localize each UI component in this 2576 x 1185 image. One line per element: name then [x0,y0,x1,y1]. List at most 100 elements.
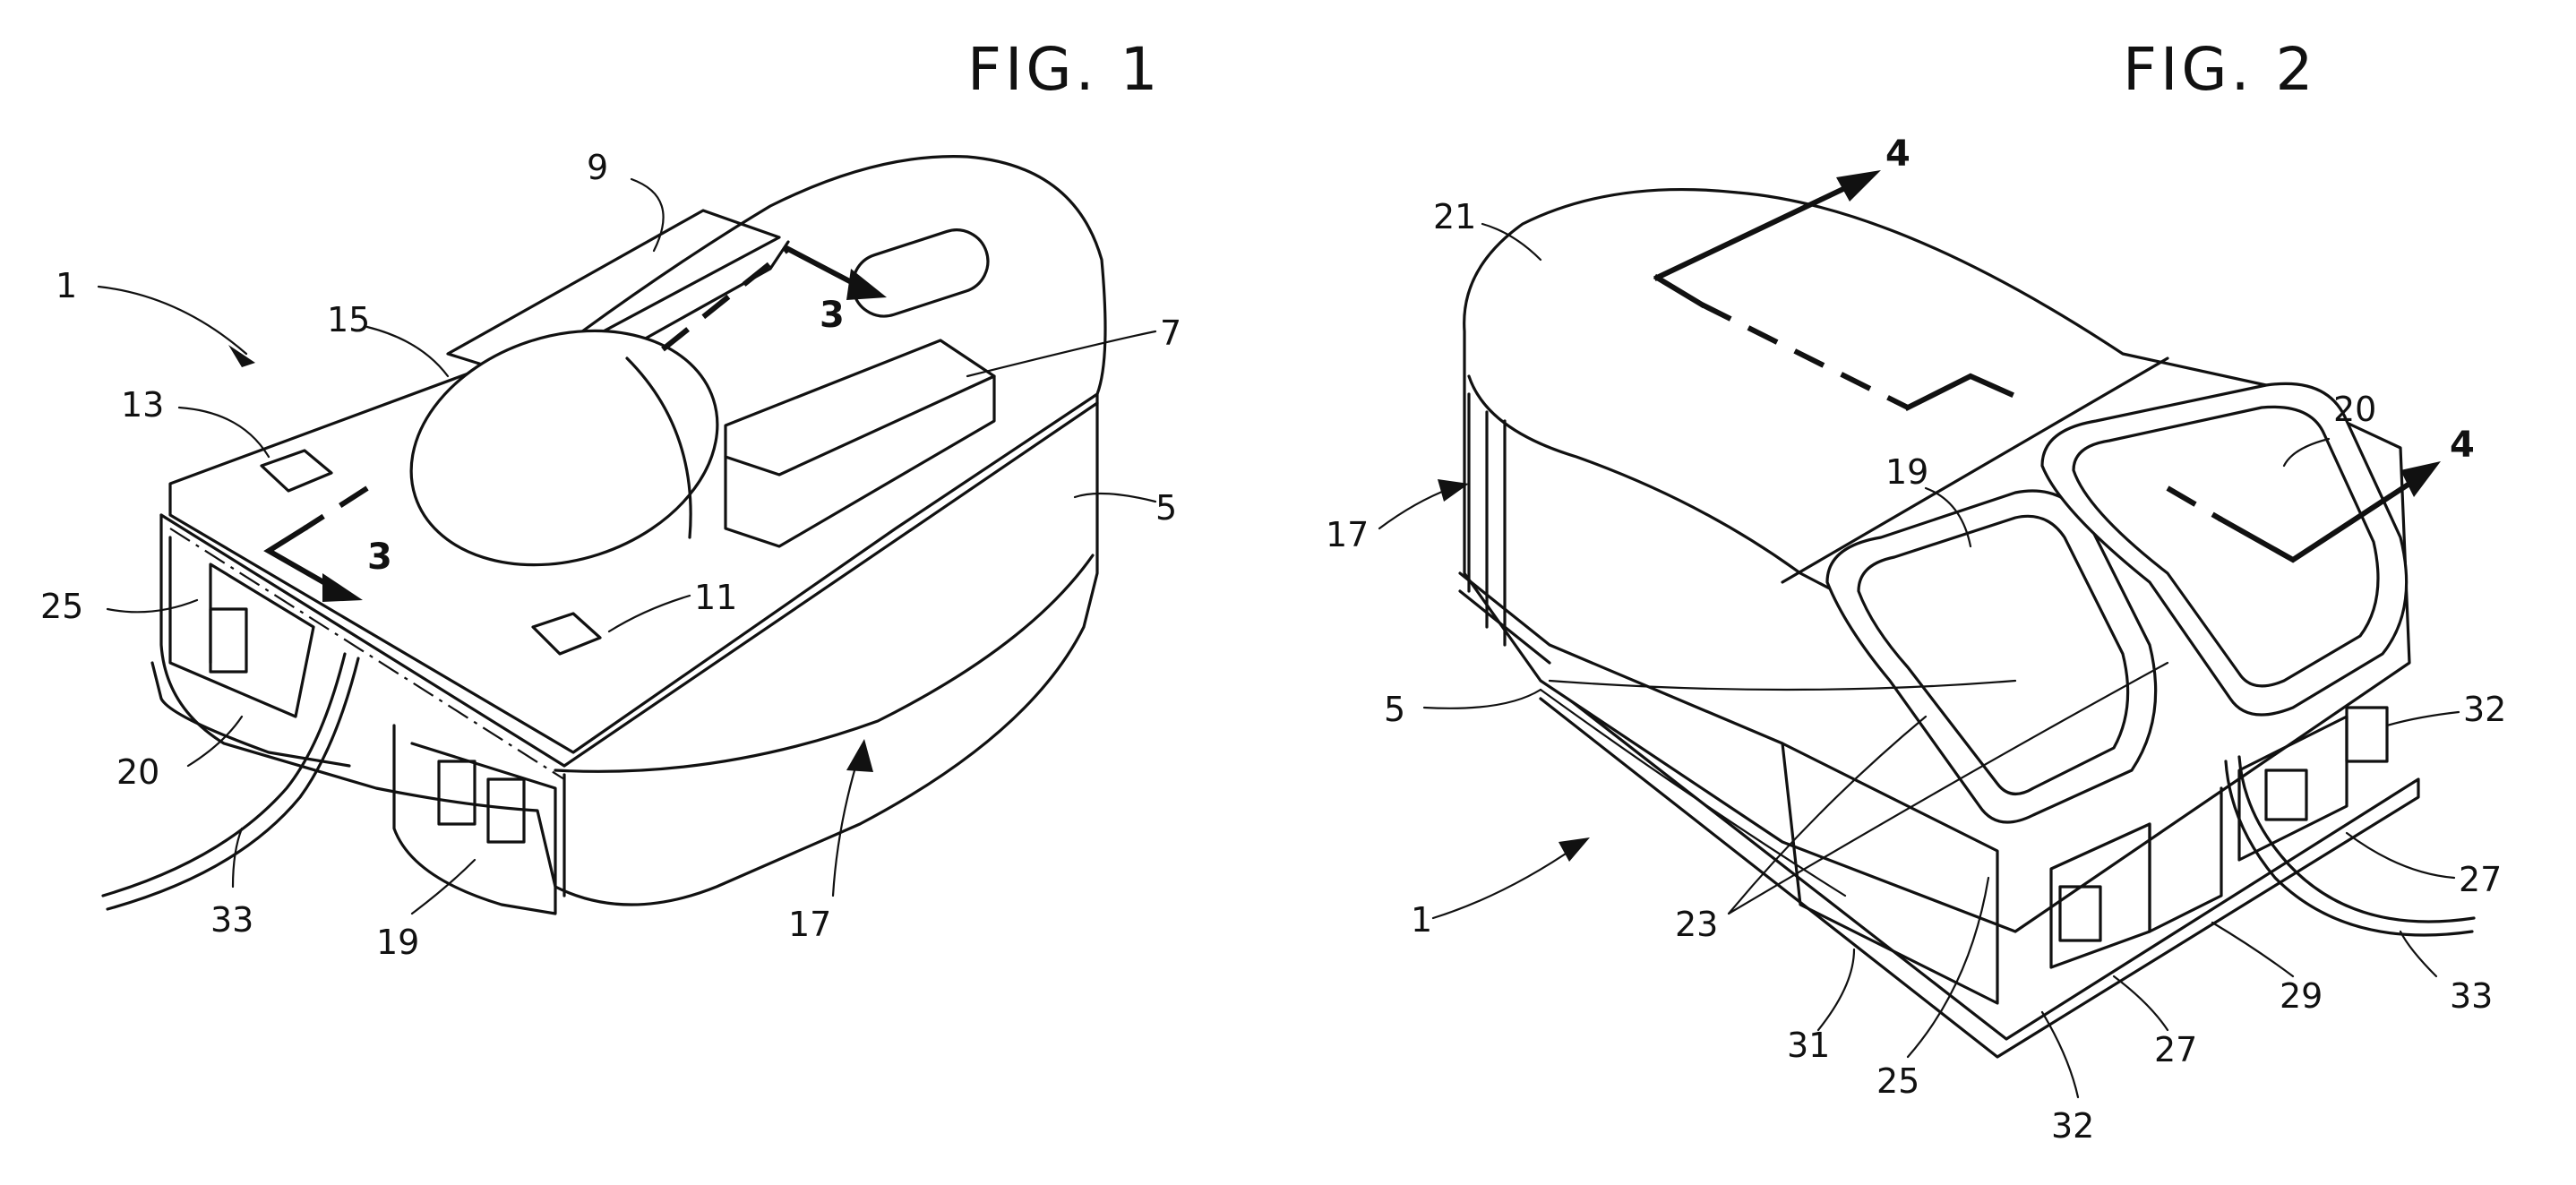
fig2-section-4-step [1903,373,2014,412]
fig2-band-5 [1458,571,1784,745]
fig2-socket-a [2058,885,2102,942]
fig2-leader-32-b [2040,1010,2080,1099]
fig2-key-19-inner [1857,514,2130,795]
fig2-key-20 [2040,382,2409,717]
fig1-cable-33-b [106,657,360,911]
fig2-leader-23 [1727,661,2169,915]
fig2-leader-27-b [2112,975,2169,1032]
fig2-label-20: 20 [2333,390,2376,429]
fig1-label-3-top: 3 [820,295,845,336]
fig2-section-4-top [1653,185,1849,281]
fig1-leader-33 [231,827,244,889]
fig2-leader-19 [1924,486,1972,548]
fig1-top-plate-edge [159,401,1099,768]
fig1-leader-19 [410,858,477,915]
fig1-button-13 [260,449,333,493]
fig2-label-17: 17 [1326,515,1369,554]
fig2-leader-33 [2399,930,2438,978]
fig1-leader-17 [831,751,862,897]
fig1-leader-15 [365,325,450,378]
fig1-section-line-lower [169,528,565,780]
fig2-connector-27-b [2237,715,2348,862]
fig2-front-wall [1781,742,1999,1005]
fig2-label-4-bottom: 4 [2450,425,2475,466]
fig2-label-33: 33 [2450,976,2493,1016]
fig2-leader-25 [1906,876,1990,1059]
fig2-ribbon [1539,679,2017,897]
fig2-section-4-dash [1700,302,1910,410]
fig1-section-3-bottom-dash [303,485,369,531]
fig1-leader-7 [966,330,1157,378]
fig2-cable-33-b [2237,755,2476,923]
fig2-leader-5 [1422,688,1542,709]
fig1-recess-9-side [616,240,790,356]
fig1-label-3-bottom: 3 [367,537,392,578]
fig2-label-31: 31 [1787,1026,1830,1065]
fig2-title: FIG. 2 [2123,35,2317,104]
fig1-label-20: 20 [116,752,159,792]
fig1-section-3-bottom [263,524,336,591]
fig1-label-1: 1 [56,266,77,305]
fig1-leader-1 [97,285,248,356]
fig2-label-29: 29 [2280,976,2323,1016]
fig1-connector-25 [168,536,315,718]
fig1-label-13: 13 [121,385,164,425]
fig1-leader-25 [106,598,199,614]
fig1-dome-15 [409,329,719,567]
fig2-leader-27-a [2345,831,2456,880]
fig1-leader-5 [1073,492,1157,503]
fig2-label-1: 1 [1411,900,1432,940]
fig1-connector-19 [392,724,557,915]
fig2-label-19: 19 [1885,452,1928,492]
fig2-section-4-top-leg [1653,273,1706,309]
fig2-drawing: FIG. 2 [1326,35,2506,1146]
fig1-side-front [554,554,1095,773]
fig2-label-25: 25 [1876,1061,1919,1101]
fig1-label-17: 17 [788,905,831,944]
fig2-key-20-inner [2072,405,2380,688]
fig1-recess-7-side [724,374,996,548]
fig2-arrowhead-4-bottom [2400,461,2441,497]
fig1-body-skirt [159,383,1099,906]
fig1-arrowhead-3-bottom [322,573,363,602]
fig1-label-25: 25 [40,587,83,626]
fig2-label-21: 21 [1433,197,1476,236]
fig1-socket-c [209,607,248,674]
fig1-title: FIG. 1 [967,35,1162,104]
fig2-leader-1 [1431,845,1578,920]
fig2-housing-top-split [1781,356,2169,584]
fig2-socket-c [2345,706,2389,763]
fig2-key-19 [1825,489,2158,824]
fig2-leader-20 [2282,437,2331,468]
fig2-section-4-bottom [2217,479,2414,563]
fig2-arrowhead-17 [1438,479,1469,502]
fig2-leader-32-a [2385,710,2460,727]
fig1-leader-9 [630,177,665,253]
fig2-base-plate [1539,679,2420,1059]
fig1-label-7: 7 [1160,313,1181,353]
fig2-socket-b [2264,769,2308,821]
fig2-leader-17 [1378,486,1453,530]
fig2-arrowhead-1 [1558,837,1590,862]
fig1-section-3-top-dash [661,246,790,352]
fig2-label-27-bottom: 27 [2154,1030,2197,1069]
fig1-arrowhead-3-top [846,269,887,300]
fig1-leader-13 [177,406,270,459]
fig1-label-15: 15 [327,300,370,339]
fig1-button-11 [531,612,602,656]
fig1-drawing: FIG. 1 [40,35,1181,962]
fig1-label-33: 33 [210,900,253,940]
fig1-label-19: 19 [376,923,419,962]
fig1-socket-a [437,760,477,826]
fig2-label-32-bottom: 32 [2051,1106,2094,1146]
fig2-label-27-right: 27 [2459,860,2502,899]
fig1-dome-shade [625,356,692,539]
fig2-label-23: 23 [1675,905,1718,944]
fig2-label-4-top: 4 [1885,133,1911,175]
fig1-leader-11 [607,594,691,633]
fig1-socket-b [486,777,526,844]
fig1-arrowhead-17 [846,739,873,772]
fig1-cable-33 [101,652,347,897]
